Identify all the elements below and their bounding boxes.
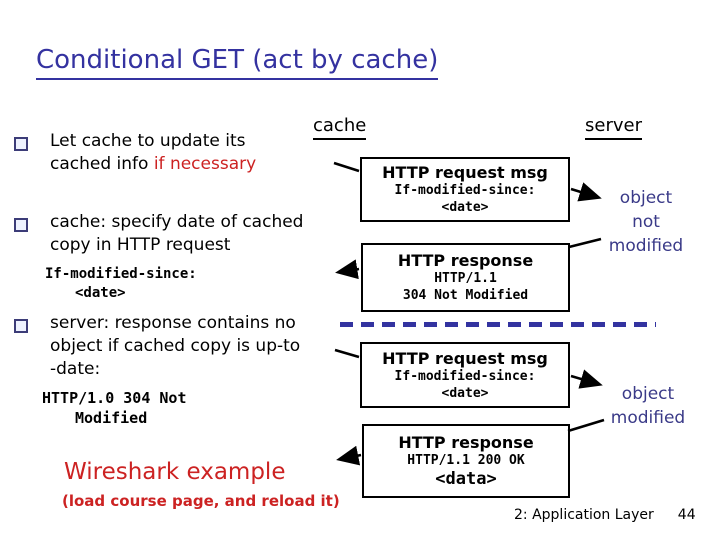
bullet3-line2: object if cached copy is up-to: [50, 336, 301, 356]
bullet1-line1: Let cache to update its: [50, 131, 246, 151]
msgbox2-title: HTTP response: [397, 251, 534, 270]
annotation1-line1: object: [619, 188, 673, 208]
bullet-square-icon: [14, 319, 28, 333]
arrow-cache-to-request2: [334, 348, 360, 359]
bullet-item-update-cache: Let cache to update its cached info if n…: [50, 130, 256, 176]
msgbox-http-request-2: HTTP request msg If-modified-since: <dat…: [360, 342, 570, 408]
msgbox3-line2: <date>: [441, 385, 489, 401]
annotation2-line2: modified: [610, 408, 686, 428]
server-timeline-label: server: [585, 115, 642, 140]
msgbox-http-response-200: HTTP response HTTP/1.1 200 OK <data>: [362, 424, 570, 498]
msgbox4-data: <data>: [435, 469, 497, 489]
bullet1-line2: cached info if necessary: [50, 153, 256, 176]
bullet3-line1: server: response contains no: [50, 313, 296, 333]
arrow-cache-to-request1: [333, 161, 360, 173]
msgbox2-line1: HTTP/1.1: [434, 271, 497, 286]
arrow-request2-to-server: [570, 369, 603, 389]
msgbox2-line2: 304 Not Modified: [402, 288, 529, 303]
wireshark-example-title: Wireshark example: [64, 459, 286, 485]
footer-page-number: 44: [677, 507, 696, 523]
bullet-item-cache-specify: cache: specify date of cached copy in HT…: [50, 211, 303, 257]
bullet1-line2-black: cached info: [50, 154, 154, 174]
bullet-square-icon: [14, 218, 28, 232]
arrow-response1-to-cache: [335, 259, 360, 280]
bullet2-line2: copy in HTTP request: [50, 235, 231, 255]
cache-timeline-label: cache: [313, 115, 367, 140]
annotation1-line3: modified: [608, 236, 684, 256]
arrow-response2-to-cache: [336, 445, 362, 466]
code2-line1: HTTP/1.0 304 Not: [42, 389, 187, 407]
wireshark-example-subtitle: (load course page, and reload it): [62, 492, 340, 510]
annotation-object-modified: object modified: [596, 382, 700, 430]
msgbox1-line1: If-modified-since:: [394, 183, 536, 198]
msgbox4-title: HTTP response: [398, 433, 534, 452]
annotation-object-not-modified: object not modified: [600, 186, 692, 258]
arrow-request1-to-server: [570, 182, 602, 202]
bullet-item-server-response: server: response contains no object if c…: [50, 312, 300, 381]
code1-line1: If-modified-since:: [45, 266, 197, 282]
msgbox1-line2: <date>: [441, 200, 489, 215]
code-304-not-modified: HTTP/1.0 304 Not Modified: [42, 388, 187, 428]
code-if-modified-since: If-modified-since: <date>: [45, 265, 197, 303]
footer-section: 2: Application Layer: [514, 507, 654, 523]
code1-line2: <date>: [75, 285, 126, 301]
annotation1-line2: not: [632, 212, 660, 232]
arrow-server-to-response1: [568, 237, 602, 249]
msgbox-http-response-304: HTTP response HTTP/1.1 304 Not Modified: [361, 243, 570, 312]
msgbox1-title: HTTP request msg: [382, 163, 548, 182]
dashed-divider: [340, 322, 656, 327]
msgbox4-line1: HTTP/1.1 200 OK: [407, 453, 525, 468]
msgbox3-line1: If-modified-since:: [394, 368, 536, 384]
bullet3-line3: -date:: [50, 359, 101, 379]
bullet2-line1: cache: specify date of cached: [50, 212, 304, 232]
bullet-square-icon: [14, 137, 28, 151]
slide-footer: 2: Application Layer 44: [514, 506, 696, 524]
page-title: Conditional GET (act by cache): [36, 44, 439, 80]
bullet1-line2-red: if necessary: [153, 154, 257, 174]
annotation2-line1: object: [621, 384, 675, 404]
code2-line2: Modified: [75, 409, 148, 427]
msgbox3-title: HTTP request msg: [382, 348, 548, 368]
msgbox-http-request-1: HTTP request msg If-modified-since: <dat…: [360, 157, 570, 222]
